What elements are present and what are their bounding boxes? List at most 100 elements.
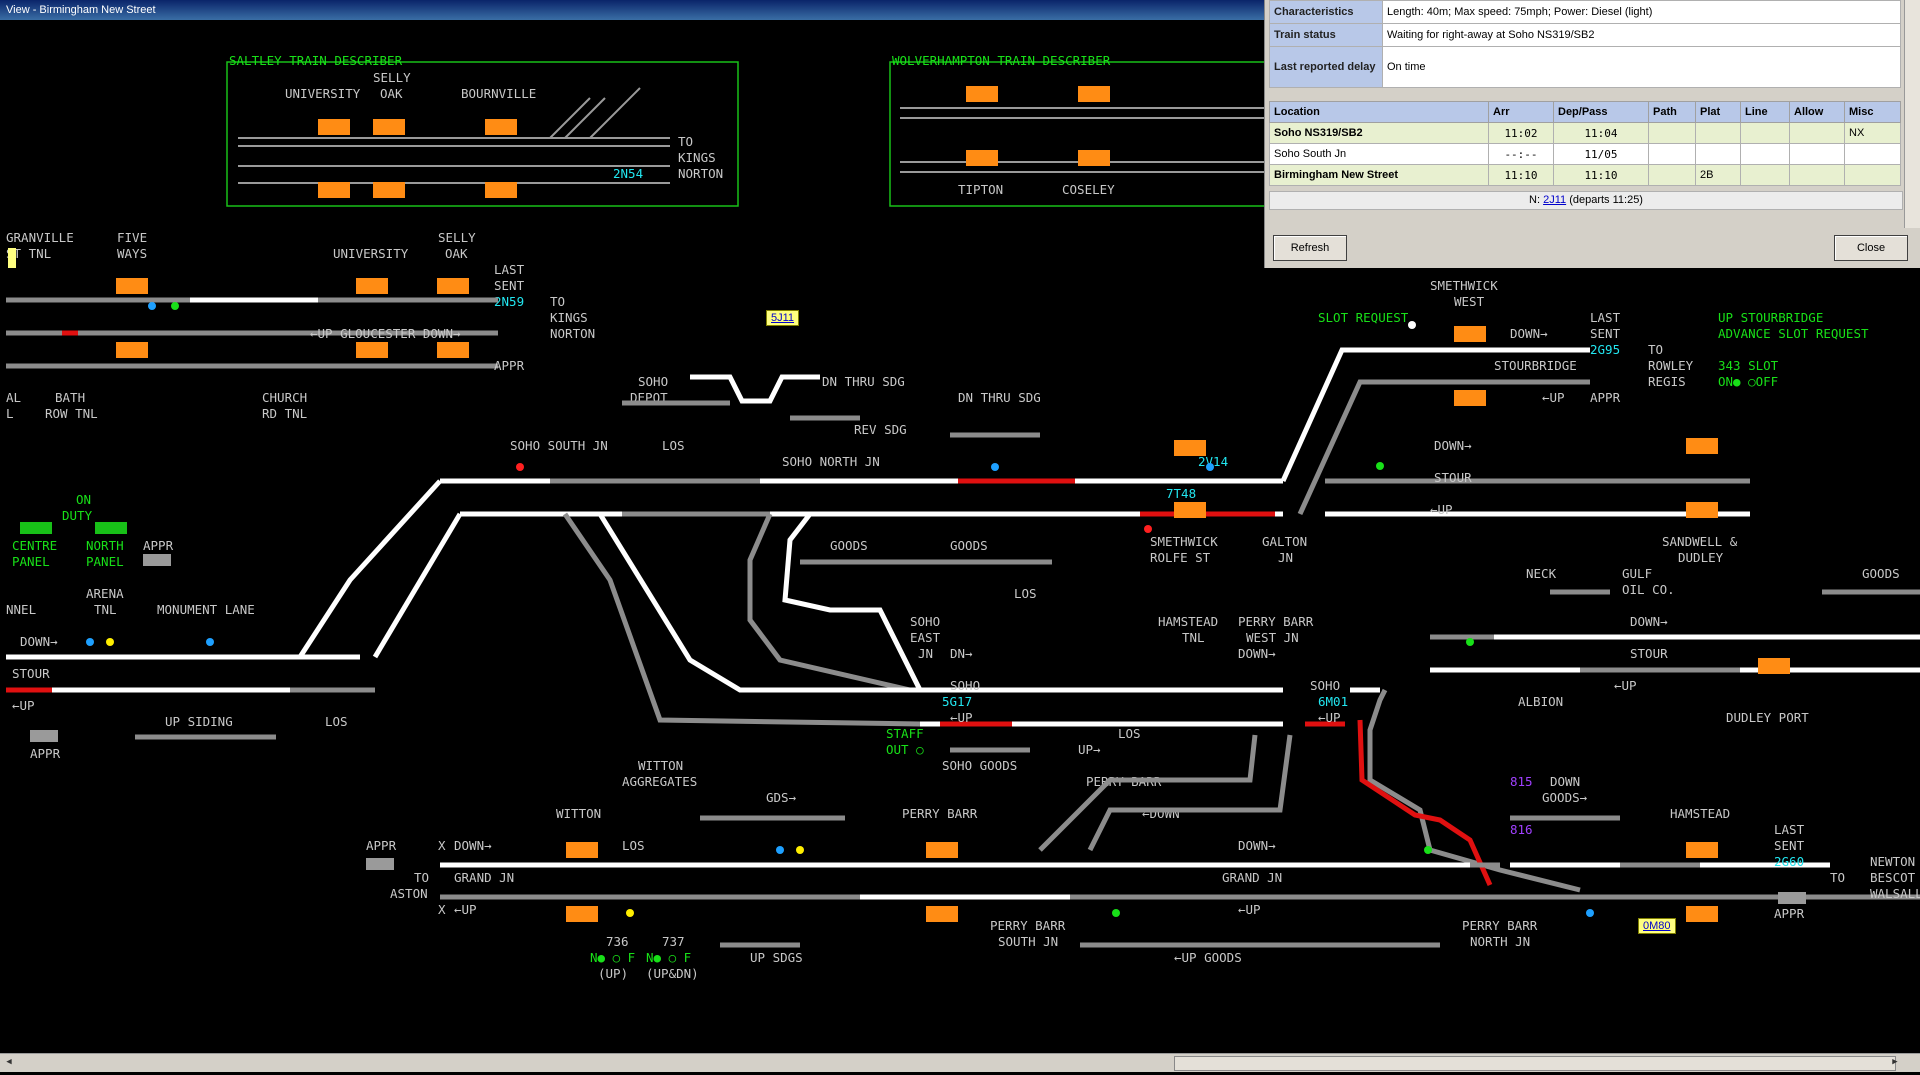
- signal[interactable]: [991, 463, 999, 471]
- track-diagram[interactable]: SALTLEY TRAIN DESCRIBER UNIVERSITY SELLY…: [0, 20, 1920, 1053]
- staff-out-toggle[interactable]: OUT ○: [886, 742, 924, 757]
- berth[interactable]: [1454, 390, 1486, 406]
- signal[interactable]: [1586, 909, 1594, 917]
- signal[interactable]: [626, 909, 634, 917]
- berth[interactable]: [356, 342, 388, 358]
- berth[interactable]: [966, 86, 998, 102]
- signal[interactable]: [796, 846, 804, 854]
- scroll-right-icon[interactable]: ▶: [1892, 1057, 1898, 1067]
- signal[interactable]: [776, 846, 784, 854]
- headcode-816[interactable]: 816: [1510, 822, 1533, 837]
- berth[interactable]: [1174, 502, 1206, 518]
- headcode-2g95[interactable]: 2G95: [1590, 342, 1620, 357]
- signal[interactable]: [1424, 846, 1432, 854]
- signal[interactable]: [1408, 321, 1416, 329]
- slot-request[interactable]: SLOT REQUEST: [1318, 310, 1409, 325]
- headcode-2v14[interactable]: 2V14: [1198, 454, 1228, 469]
- headcode-2n54[interactable]: 2N54: [613, 166, 643, 181]
- label-down: DOWN→: [20, 634, 58, 649]
- signal[interactable]: [1144, 525, 1152, 533]
- label-up: ←UP: [12, 698, 35, 713]
- signalling-view[interactable]: SALTLEY TRAIN DESCRIBER UNIVERSITY SELLY…: [0, 20, 1920, 1053]
- berth[interactable]: [485, 182, 517, 198]
- berth[interactable]: [1758, 658, 1790, 674]
- signal[interactable]: [516, 463, 524, 471]
- signal[interactable]: [1376, 462, 1384, 470]
- signal[interactable]: [148, 302, 156, 310]
- berth[interactable]: [966, 150, 998, 166]
- label-galton: GALTON: [1262, 534, 1307, 549]
- table-row[interactable]: Birmingham New Street 11:10 11:10 2B: [1269, 164, 1901, 186]
- label-goods-arrow: GOODS→: [1542, 790, 1588, 805]
- label-regis: REGIS: [1648, 374, 1686, 389]
- berth[interactable]: [318, 182, 350, 198]
- signal[interactable]: [106, 638, 114, 646]
- label-on: ON: [76, 492, 91, 507]
- switch-736[interactable]: N● ○ F: [590, 950, 635, 965]
- next-train-link[interactable]: 2J11: [1543, 194, 1567, 206]
- slot-toggle[interactable]: ON● ○OFF: [1718, 374, 1778, 389]
- table-row[interactable]: Soho NS319/SB2 11:02 11:04 NX: [1269, 122, 1901, 144]
- berth[interactable]: [1686, 842, 1718, 858]
- train-tag[interactable]: 5J11: [766, 310, 800, 326]
- signal[interactable]: [206, 638, 214, 646]
- berth[interactable]: [1174, 440, 1206, 456]
- refresh-button[interactable]: Refresh: [1273, 235, 1347, 261]
- headcode-5g17[interactable]: 5G17: [942, 694, 972, 709]
- berth[interactable]: [373, 119, 405, 135]
- berth[interactable]: [566, 906, 598, 922]
- label-granville: GRANVILLE: [6, 230, 74, 245]
- advance-slot-request[interactable]: ADVANCE SLOT REQUEST: [1718, 326, 1869, 341]
- berth[interactable]: [318, 119, 350, 135]
- headcode-2g60[interactable]: 2G60: [1774, 854, 1804, 869]
- berth[interactable]: [437, 278, 469, 294]
- label-east: EAST: [910, 630, 941, 645]
- label-up-goods: ←UP GOODS: [1174, 950, 1242, 965]
- signal[interactable]: [1112, 909, 1120, 917]
- train-tag[interactable]: 0M80: [1638, 918, 1676, 934]
- label-witton-2: WITTON: [556, 806, 601, 821]
- table-row[interactable]: Soho South Jn --:-- 11/05: [1269, 143, 1901, 165]
- headcode-7t48[interactable]: 7T48: [1166, 486, 1196, 501]
- headcode-815[interactable]: 815: [1510, 774, 1533, 789]
- berth[interactable]: [566, 842, 598, 858]
- berth[interactable]: [437, 342, 469, 358]
- berth[interactable]: [1686, 906, 1718, 922]
- panel-scrollbar[interactable]: [1904, 0, 1920, 228]
- switch-737[interactable]: N● ○ F: [646, 950, 691, 965]
- label-soho-depot: SOHO: [638, 374, 668, 389]
- berth[interactable]: [116, 278, 148, 294]
- berth[interactable]: [1454, 326, 1486, 342]
- cell: 11:10: [1488, 164, 1554, 186]
- signal[interactable]: [171, 302, 179, 310]
- scroll-left-icon[interactable]: ◀: [6, 1057, 12, 1067]
- berth[interactable]: [1686, 502, 1718, 518]
- berth[interactable]: [1078, 86, 1110, 102]
- berth[interactable]: [373, 182, 405, 198]
- berth[interactable]: [926, 906, 958, 922]
- berth[interactable]: [1686, 438, 1718, 454]
- berth[interactable]: [116, 342, 148, 358]
- headcode-6m01[interactable]: 6M01: [1318, 694, 1348, 709]
- label-updn-paren: (UP&DN): [646, 966, 699, 981]
- label-coseley: COSELEY: [1062, 182, 1115, 197]
- label-to: TO: [678, 134, 693, 149]
- headcode-2n59[interactable]: 2N59: [494, 294, 524, 309]
- berth[interactable]: [356, 278, 388, 294]
- signal[interactable]: [1206, 463, 1214, 471]
- cell: 2B: [1695, 164, 1741, 186]
- value-train-status: Waiting for right-away at Soho NS319/SB2: [1382, 23, 1901, 47]
- berth[interactable]: [485, 119, 517, 135]
- berth[interactable]: [926, 842, 958, 858]
- label-soho-east: SOHO: [910, 614, 940, 629]
- label-hamstead-tnl: HAMSTEAD: [1158, 614, 1218, 629]
- signal[interactable]: [86, 638, 94, 646]
- berth[interactable]: [1078, 150, 1110, 166]
- label-appr-5: APPR: [366, 838, 397, 853]
- close-button[interactable]: Close: [1834, 235, 1908, 261]
- label-south-jn: SOUTH JN: [998, 934, 1058, 949]
- cell: [1648, 164, 1696, 186]
- signal[interactable]: [1466, 638, 1474, 646]
- horizontal-scrollbar[interactable]: ◀ ▶: [0, 1053, 1920, 1072]
- scroll-thumb[interactable]: [1174, 1056, 1896, 1071]
